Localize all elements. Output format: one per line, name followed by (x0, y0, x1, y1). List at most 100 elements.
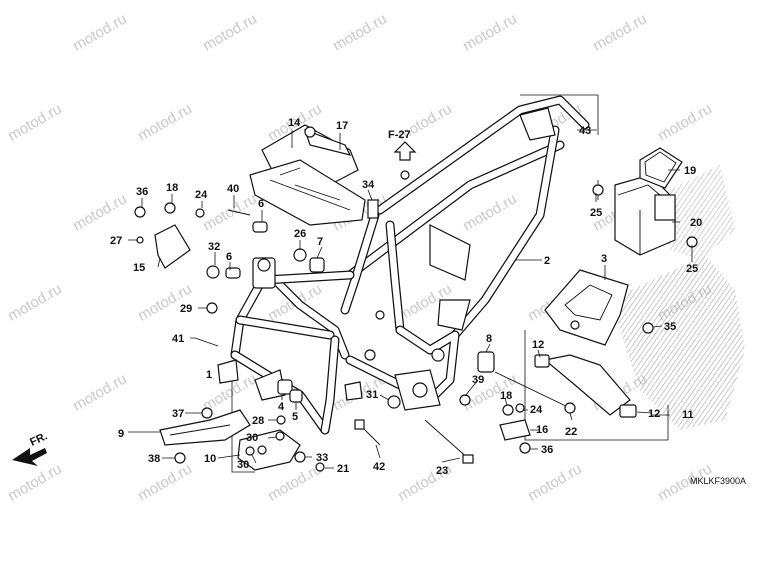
callout-8: 8 (486, 333, 492, 345)
bolt-38 (174, 452, 186, 464)
collar-7 (309, 257, 325, 273)
callout-23: 23 (436, 465, 448, 477)
nut-31 (387, 395, 401, 409)
callout-20: 20 (690, 217, 702, 229)
callout-16: 16 (536, 424, 548, 436)
callout-12b: 12 (648, 408, 660, 420)
step-bracket-9 (159, 409, 251, 446)
callout-30a: 30 (246, 432, 258, 444)
nut-18a (164, 202, 176, 214)
callout-7: 7 (317, 236, 323, 248)
callout-12a: 12 (532, 339, 544, 351)
bolt-25a (592, 184, 604, 196)
callout-34: 34 (362, 179, 375, 191)
callout-37: 37 (172, 408, 184, 420)
callout-1: 1 (206, 369, 212, 381)
bolt-37 (201, 407, 213, 419)
callout-24b: 24 (530, 404, 543, 416)
top-bracket-assembly (249, 124, 366, 226)
callout-29: 29 (180, 303, 192, 315)
washer-30b (245, 446, 255, 456)
callout-39: 39 (472, 374, 484, 386)
bracket-11 (534, 354, 637, 418)
callout-41: 41 (172, 333, 184, 345)
leader-lines (128, 129, 693, 469)
callout-36b: 36 (541, 444, 553, 456)
callout-17: 17 (336, 120, 348, 132)
washer-32 (206, 265, 220, 279)
callout-32: 32 (208, 241, 220, 253)
bolt-42 (354, 419, 381, 446)
collar-4 (277, 379, 293, 395)
callout-33: 33 (316, 452, 328, 464)
fr-label: FR. (28, 430, 49, 448)
callout-25b: 25 (686, 263, 698, 275)
callout-14: 14 (288, 117, 301, 129)
fastener-34 (367, 199, 379, 219)
collar-6b (225, 267, 241, 279)
callout-18b: 18 (500, 390, 512, 402)
callout-40: 40 (227, 183, 239, 195)
callout-6a: 6 (258, 198, 264, 210)
bracket-13 (544, 269, 629, 346)
washer-30a (275, 431, 285, 441)
callout-18a: 18 (166, 182, 178, 194)
bolt-24a (195, 208, 205, 218)
washer-28 (276, 415, 286, 425)
callout-21: 21 (337, 463, 349, 475)
callout-38: 38 (148, 453, 160, 465)
spacer-8 (477, 351, 495, 373)
bolt-41 (194, 337, 219, 347)
callout-27: 27 (110, 235, 122, 247)
step-bracket-10 (237, 369, 301, 471)
callout-19: 19 (684, 165, 696, 177)
bolt-29 (206, 302, 218, 314)
callout-9: 9 (118, 428, 124, 440)
bracket-15 (154, 224, 191, 269)
callout-10: 10 (204, 453, 216, 465)
callout-36a: 36 (136, 186, 148, 198)
nut-18b (502, 404, 514, 416)
group-box-bracket (524, 330, 669, 441)
shadow-hatch-right (660, 165, 735, 260)
callout-2: 2 (544, 255, 550, 267)
callout-43: 43 (579, 125, 591, 137)
callout-26: 26 (294, 228, 306, 240)
bolt-24b (515, 403, 525, 413)
callout-labels: 14 17 43 19 20 25 25 36 18 24 40 34 27 6… (110, 117, 702, 477)
callout-15: 15 (133, 262, 145, 274)
callout-30b: 30 (237, 459, 249, 471)
callout-28: 28 (252, 415, 264, 427)
drawing-code: MKLKF3900A (690, 476, 746, 486)
bolt-33 (294, 451, 306, 463)
bolt-40 (227, 209, 251, 216)
washer-26 (293, 248, 307, 262)
ref-arrow-f27: F-27 (388, 129, 417, 180)
bolt-36b (519, 442, 531, 454)
callout-31: 31 (366, 389, 378, 401)
electrical-box-20 (614, 147, 683, 256)
collar-5 (289, 389, 303, 403)
shadow-hatch-rear (610, 255, 745, 430)
callout-5: 5 (292, 411, 298, 423)
callout-3: 3 (601, 253, 607, 265)
pad-3 (344, 381, 363, 401)
ref-label: F-27 (388, 129, 411, 141)
callout-11: 11 (682, 409, 694, 421)
bracket-16 (499, 419, 531, 441)
pad-1 (217, 359, 239, 384)
callout-6b: 6 (226, 251, 232, 263)
bolt-21 (315, 462, 325, 472)
callout-4: 4 (278, 401, 285, 413)
bolt-36a (134, 206, 146, 218)
bolt-35 (642, 322, 654, 334)
callout-22: 22 (565, 426, 577, 438)
callout-42: 42 (373, 461, 385, 473)
bolt-23 (424, 419, 474, 464)
collar-6a (252, 221, 268, 233)
callout-25a: 25 (590, 207, 602, 219)
bolt-39 (459, 394, 471, 406)
callout-24a: 24 (195, 189, 208, 201)
front-arrow: FR. (12, 430, 49, 466)
